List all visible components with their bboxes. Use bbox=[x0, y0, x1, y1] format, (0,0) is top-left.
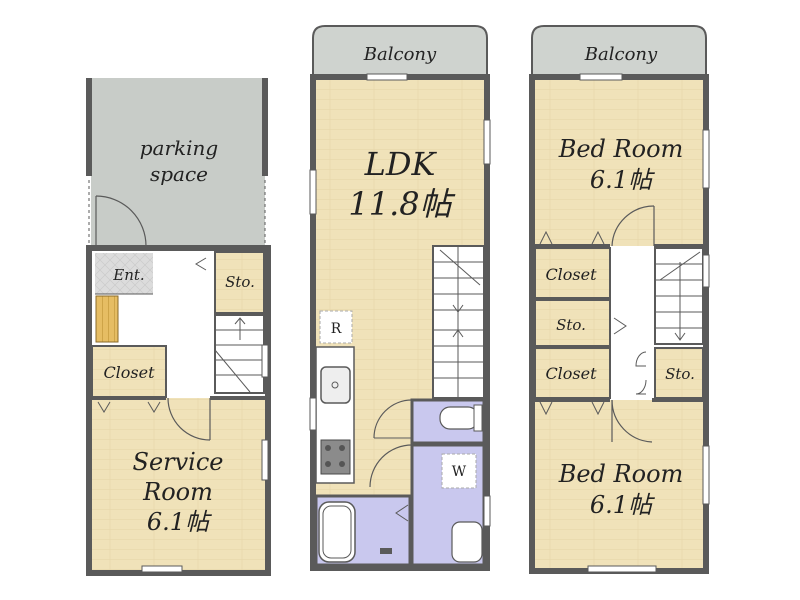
laundry-door-swing bbox=[369, 444, 413, 488]
parking-space-area bbox=[91, 78, 265, 248]
ldk-label: LDK bbox=[364, 145, 438, 183]
toilet-door-swing bbox=[373, 399, 413, 439]
floor-2: R W Balcony LDK 11.8帖 bbox=[309, 25, 491, 571]
entrance-door-swing bbox=[95, 195, 147, 247]
floor1-outer-wall bbox=[86, 245, 271, 576]
bedroom-upper-size: 6.1帖 bbox=[590, 166, 655, 194]
closet-lower-3f bbox=[534, 347, 611, 399]
refrigerator-label: R bbox=[331, 321, 342, 337]
floor-1: parking space Ent. Sto. Closet Service R… bbox=[86, 78, 271, 576]
parking-wall-left bbox=[86, 78, 92, 176]
window-bed-lower-bottom bbox=[587, 565, 657, 573]
bedroom-upper-door-swing bbox=[611, 205, 655, 247]
storage-mid-label: Sto. bbox=[556, 316, 586, 334]
service-room-label-2: Room bbox=[142, 478, 213, 506]
balcony-2f bbox=[312, 25, 488, 76]
entrance-tile bbox=[95, 253, 153, 294]
bedroom-upper-label: Bed Room bbox=[558, 135, 684, 163]
closet-1f bbox=[91, 345, 167, 399]
storage-right-label: Sto. bbox=[665, 365, 695, 383]
kitchen-sink bbox=[320, 366, 351, 404]
closet-label-1f: Closet bbox=[103, 363, 155, 382]
storage-right-3f bbox=[654, 347, 704, 399]
window-bed-lower-right bbox=[702, 445, 710, 505]
window-service-bottom bbox=[141, 565, 183, 573]
window-ldk-left bbox=[309, 169, 317, 215]
washer-label: W bbox=[452, 464, 467, 480]
service-room-door-swing bbox=[167, 397, 211, 441]
bedroom-upper-floor bbox=[535, 80, 703, 246]
parking-space-label-2: space bbox=[150, 162, 208, 186]
window-bed-upper-right bbox=[702, 129, 710, 189]
bedroom-lower-floor bbox=[535, 400, 703, 568]
bedroom-lower-label: Bed Room bbox=[558, 460, 684, 488]
window-service-right bbox=[261, 439, 269, 481]
closet-upper-label: Closet bbox=[545, 265, 597, 284]
closet-lower-label: Closet bbox=[545, 364, 597, 383]
bathtub bbox=[318, 501, 356, 563]
service-room-size: 6.1帖 bbox=[147, 508, 212, 536]
washbasin bbox=[451, 521, 483, 563]
window-ldk-right bbox=[483, 119, 491, 165]
ldk-size: 11.8帖 bbox=[348, 185, 455, 223]
service-room-label-1: Service bbox=[133, 448, 224, 476]
balcony-label-3f: Balcony bbox=[584, 44, 658, 65]
bedroom-lower-door-swing bbox=[611, 399, 653, 443]
storage-label-1f: Sto. bbox=[225, 273, 255, 291]
closet-upper-3f bbox=[534, 247, 611, 299]
refrigerator bbox=[319, 310, 353, 344]
window-balcony-3f bbox=[579, 73, 623, 81]
balcony-3f bbox=[531, 25, 707, 76]
parking-wall-right bbox=[262, 78, 268, 176]
parking-space-label-1: parking bbox=[140, 136, 219, 160]
floor-3: Balcony Bed Room 6.1帖 Closet Sto. Closet… bbox=[529, 25, 710, 574]
kitchen-stove bbox=[320, 439, 351, 475]
washer bbox=[441, 453, 477, 489]
storage-mid-3f bbox=[534, 299, 611, 347]
window-balcony-2f bbox=[366, 73, 408, 81]
bedroom-lower-size: 6.1帖 bbox=[590, 491, 655, 519]
balcony-label-2f: Balcony bbox=[363, 44, 437, 65]
entrance-step bbox=[95, 295, 119, 343]
storage-1f bbox=[214, 251, 265, 314]
toilet bbox=[439, 406, 479, 430]
entrance-label: Ent. bbox=[112, 266, 144, 284]
